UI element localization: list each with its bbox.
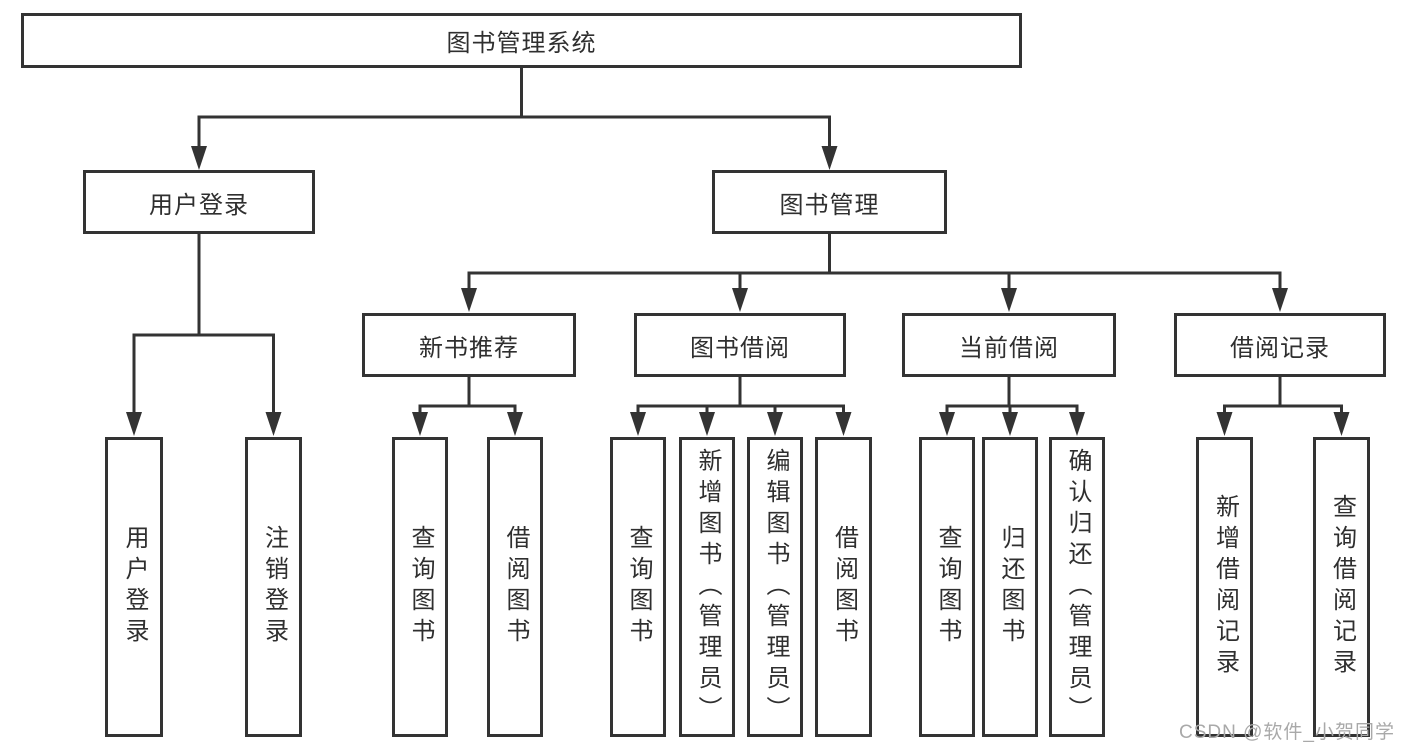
node-book-borrow: 图书借阅 <box>634 313 846 377</box>
leaf-query-books-current: 查询图书 <box>919 437 975 737</box>
leaf-label: 查询借阅记录 <box>1328 494 1356 680</box>
leaf-return-books: 归还图书 <box>982 437 1038 737</box>
leaf-edit-book-admin: 编辑图书（管理员） <box>747 437 803 737</box>
leaf-label: 查询图书 <box>934 525 961 649</box>
leaf-label: 新增图书（管理员） <box>694 447 721 727</box>
node-current-borrow: 当前借阅 <box>902 313 1116 377</box>
leaf-query-books-recommend: 查询图书 <box>392 437 448 737</box>
leaf-query-books-borrow: 查询图书 <box>610 437 666 737</box>
leaf-borrow-books-borrow: 借阅图书 <box>815 437 872 737</box>
node-book-management: 图书管理 <box>712 170 947 234</box>
leaf-label: 用户登录 <box>121 525 148 649</box>
leaf-label: 借阅图书 <box>830 525 858 649</box>
leaf-confirm-return-admin: 确认归还（管理员） <box>1049 437 1105 737</box>
leaf-logout: 注销登录 <box>245 437 302 737</box>
leaf-query-borrow-record: 查询借阅记录 <box>1313 437 1370 737</box>
leaf-label: 查询图书 <box>407 525 434 649</box>
leaf-add-borrow-record: 新增借阅记录 <box>1196 437 1253 737</box>
node-user-login: 用户登录 <box>83 170 315 234</box>
leaf-label: 注销登录 <box>260 525 288 649</box>
leaf-label: 编辑图书（管理员） <box>762 447 789 727</box>
node-borrow-records: 借阅记录 <box>1174 313 1386 377</box>
node-root-system: 图书管理系统 <box>21 13 1022 68</box>
leaf-label: 归还图书 <box>997 525 1024 649</box>
leaf-label: 确认归还（管理员） <box>1064 447 1091 727</box>
leaf-label: 查询图书 <box>625 525 652 649</box>
leaf-user-login: 用户登录 <box>105 437 163 737</box>
node-new-book-recommend: 新书推荐 <box>362 313 576 377</box>
leaf-borrow-books-recommend: 借阅图书 <box>487 437 543 737</box>
leaf-label: 借阅图书 <box>502 525 529 649</box>
leaf-add-book-admin: 新增图书（管理员） <box>679 437 735 737</box>
leaf-label: 新增借阅记录 <box>1211 494 1239 680</box>
csdn-watermark: CSDN @软件_小贺同学 <box>1179 722 1395 743</box>
